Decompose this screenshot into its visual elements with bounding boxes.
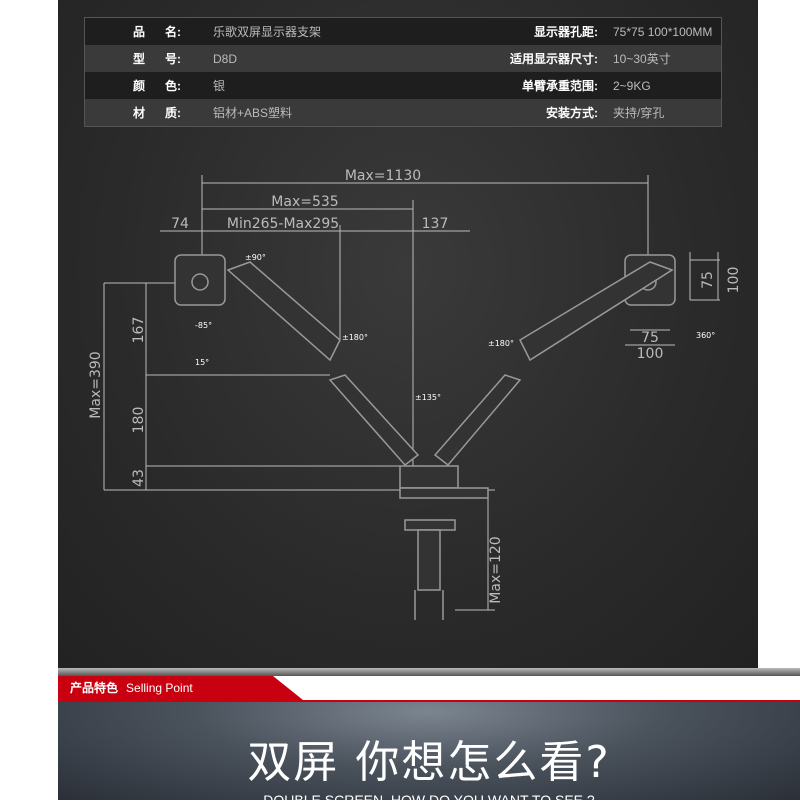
dim-desk: Max=120 [488, 536, 504, 603]
spec-key: 质: [165, 106, 181, 120]
dim-offset-right: 137 [422, 216, 449, 232]
spec-key: 单臂承重范围: [522, 79, 598, 93]
spec-row: 颜 色: 银 单臂承重范围: 2~9KG [85, 72, 721, 99]
label-tilt-up: ±90° [245, 253, 266, 262]
dim-offset-left: 74 [171, 216, 189, 232]
spec-key: 型 [132, 52, 145, 66]
label-rot-left: ±180° [342, 333, 368, 342]
dim-arm-range: Min265-Max295 [227, 216, 339, 232]
spec-key: 安装方式: [546, 106, 598, 120]
label-rot-right: ±180° [488, 339, 514, 348]
dim-max-height: Max=390 [88, 351, 104, 418]
spec-key: 色: [165, 79, 181, 93]
spec-key: 颜 [132, 79, 145, 93]
clamp-mid [404, 519, 456, 531]
spec-value: D8D [213, 51, 238, 66]
label-tilt-small: 15° [195, 358, 209, 367]
dimension-lines [103, 175, 720, 611]
spec-key: 名: [165, 25, 181, 39]
hero-subtitle: DOUBLE SCREEN, HOW DO YOU WANT TO SEE ? [263, 792, 595, 808]
dim-vesa-h100: 100 [637, 346, 664, 362]
vesa-plate-left [174, 254, 226, 306]
right-upper-arm [519, 261, 674, 362]
dim-h1: 167 [131, 317, 147, 344]
spec-value: 银 [213, 79, 226, 93]
pole-base [399, 465, 459, 489]
banner-cn: 产品特色 [70, 681, 119, 695]
dim-vesa-v75: 75 [700, 271, 716, 289]
label-swing: ±135° [415, 393, 441, 402]
clamp-screw [417, 529, 441, 591]
spec-row: 材 质: 铝材+ABS塑料 安装方式: 夹持/穿孔 [85, 99, 721, 126]
dim-vesa-v100: 100 [726, 267, 742, 294]
right-lower-arm [433, 374, 522, 467]
dim-h3: 43 [131, 469, 147, 487]
label-tilt-down: -85° [195, 321, 212, 330]
spec-key: 适用显示器尺寸: [510, 52, 598, 66]
left-lower-arm [328, 374, 420, 467]
banner-en: Selling Point [126, 681, 193, 695]
spec-value: 乐歌双屏显示器支架 [213, 25, 322, 39]
dim-max-arm: Max=535 [271, 194, 338, 210]
left-upper-arm [226, 261, 341, 362]
spec-row: 型 号: D8D 适用显示器尺寸: 10~30英寸 [85, 45, 721, 72]
spec-value: 10~30英寸 [613, 52, 671, 66]
monitor-arm-drawing [174, 254, 676, 620]
selling-point-tab: 产品特色 Selling Point [58, 676, 303, 700]
hero-title: 双屏 你想怎么看? [247, 737, 611, 788]
label-rotate: 360° [696, 331, 715, 340]
spec-key: 号: [165, 52, 181, 66]
selling-point-banner: 产品特色 Selling Point [58, 676, 800, 702]
spec-value: 75*75 100*100MM [613, 24, 713, 39]
spec-value: 2~9KG [613, 78, 651, 93]
spec-key: 显示器孔距: [534, 25, 598, 39]
dimension-diagram: Max=1130 Max=535 74 Min265-Max295 137 Ma… [88, 168, 742, 620]
spec-table: 品 名: 乐歌双屏显示器支架 显示器孔距: 75*75 100*100MM 型 号: D8D… [84, 17, 722, 127]
spec-value: 夹持/穿孔 [613, 106, 665, 120]
clamp-top [399, 487, 489, 499]
hero-section: 双屏 你想怎么看? DOUBLE SCREEN, HOW DO YOU WANT… [58, 702, 800, 808]
dim-vesa-h75: 75 [641, 330, 659, 346]
spec-value: 铝材+ABS塑料 [213, 106, 293, 120]
spec-key: 材 [132, 106, 145, 120]
dim-max-width: Max=1130 [345, 168, 421, 184]
dim-h2: 180 [131, 407, 147, 434]
spec-key: 品 [132, 25, 145, 39]
spec-row: 品 名: 乐歌双屏显示器支架 显示器孔距: 75*75 100*100MM [85, 18, 721, 45]
divider [58, 668, 800, 676]
